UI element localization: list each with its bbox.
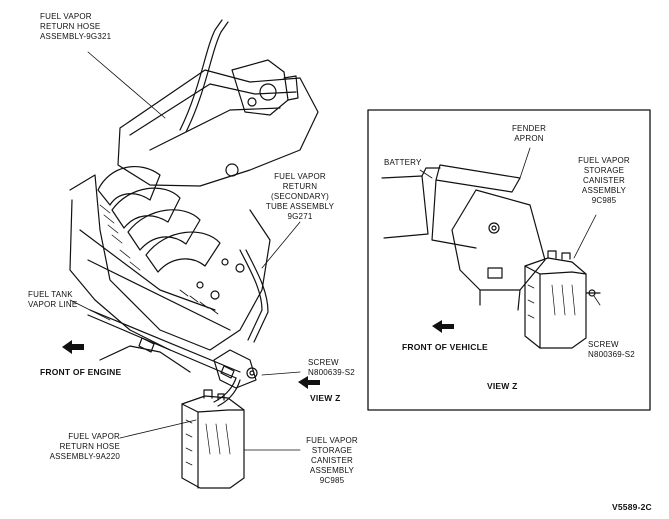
label-front-of-engine: FRONT OF ENGINE	[40, 367, 122, 377]
inset-illustration	[381, 147, 601, 349]
canister-main-body	[181, 389, 245, 489]
inset-label-front-of-vehicle: FRONT OF VEHICLE	[402, 342, 488, 352]
front-arrow-icon	[62, 340, 84, 354]
inset-title-view-z: VIEW Z	[487, 381, 518, 391]
engine-assembly	[69, 19, 319, 407]
inset-label-battery: BATTERY	[384, 158, 422, 167]
leader-lines	[69, 51, 301, 451]
arrow-shapes	[62, 320, 454, 389]
label-canister-main: FUEL VAPOR STORAGE CANISTER ASSEMBLY 9C9…	[306, 436, 358, 485]
inset-label-canister: FUEL VAPOR STORAGE CANISTER ASSEMBLY 9C9…	[578, 156, 630, 205]
figure-id: V5589-2C	[612, 502, 652, 512]
inset-label-fender-apron: FENDER APRON	[511, 124, 547, 143]
front-vehicle-arrow-icon	[432, 320, 454, 333]
view-z-arrow-icon	[298, 376, 320, 389]
label-return-hose-9a220: FUEL VAPOR RETURN HOSE ASSEMBLY-9A220	[49, 432, 120, 461]
label-screw-main: SCREW N800639-S2	[308, 358, 355, 377]
label-view-z-arrow: VIEW Z	[310, 393, 341, 403]
label-return-tube-9g271: FUEL VAPOR RETURN (SECONDARY) TUBE ASSEM…	[265, 172, 335, 221]
inset-label-screw: SCREW N800369-S2	[588, 340, 635, 359]
view-z-inset-frame	[367, 109, 651, 411]
label-tank-vapor-line: FUEL TANK VAPOR LINE	[28, 290, 78, 309]
label-return-hose-9g321: FUEL VAPOR RETURN HOSE ASSEMBLY-9G321	[40, 12, 112, 41]
